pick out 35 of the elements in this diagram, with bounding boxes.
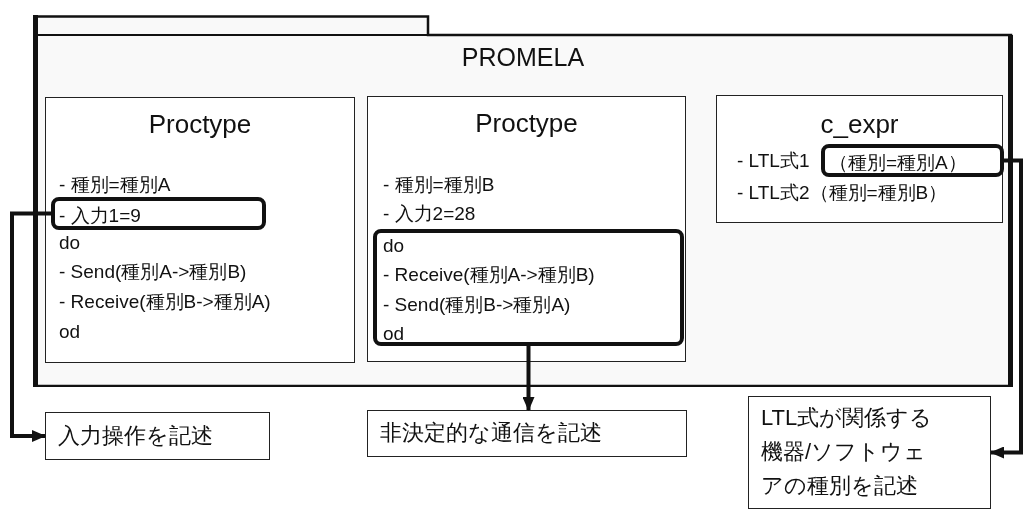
code-line: - 入力1=9 [59,204,141,228]
highlight-box [821,144,1004,177]
note-text: 入力操作を記述 [58,422,213,450]
highlight-box [51,197,266,230]
note-box [367,410,687,457]
arrow [522,346,535,411]
package-frame [33,15,1013,387]
code-line: do [59,231,81,255]
code-line: - 入力2=28 [383,202,476,226]
process-box [45,97,355,363]
box-title: Proctype [474,108,579,138]
note-box [748,396,991,509]
code-line: - LTL式2（種別=種別B） [737,181,948,205]
code-line: od [383,322,405,346]
code-line: - Receive(種別A->種別B) [383,263,595,287]
code-line: od [59,320,81,344]
note-text: LTL式が関係する機器/ソフトウェアの種別を記述 [761,404,934,500]
process-box [367,96,686,362]
highlight-box [373,229,684,346]
box-title: Proctype [147,109,253,139]
box-title: PROMELA [460,42,586,72]
arrow [10,211,51,442]
code-line: - LTL式1 [737,149,810,173]
code-line: - 種別=種別B [383,173,495,197]
arrow [990,158,1023,459]
note-box [45,412,270,460]
code-line: - 種別=種別A [59,173,171,197]
expression-box [716,95,1003,223]
code-line: （種別=種別A） [829,151,967,175]
code-line: - Receive(種別B->種別A) [59,290,271,314]
code-line: - Send(種別A->種別B) [59,260,247,284]
note-text: 非決定的な通信を記述 [380,419,602,447]
code-line: - Send(種別B->種別A) [383,293,571,317]
code-line: do [383,234,405,258]
box-title: c_expr [819,109,900,139]
